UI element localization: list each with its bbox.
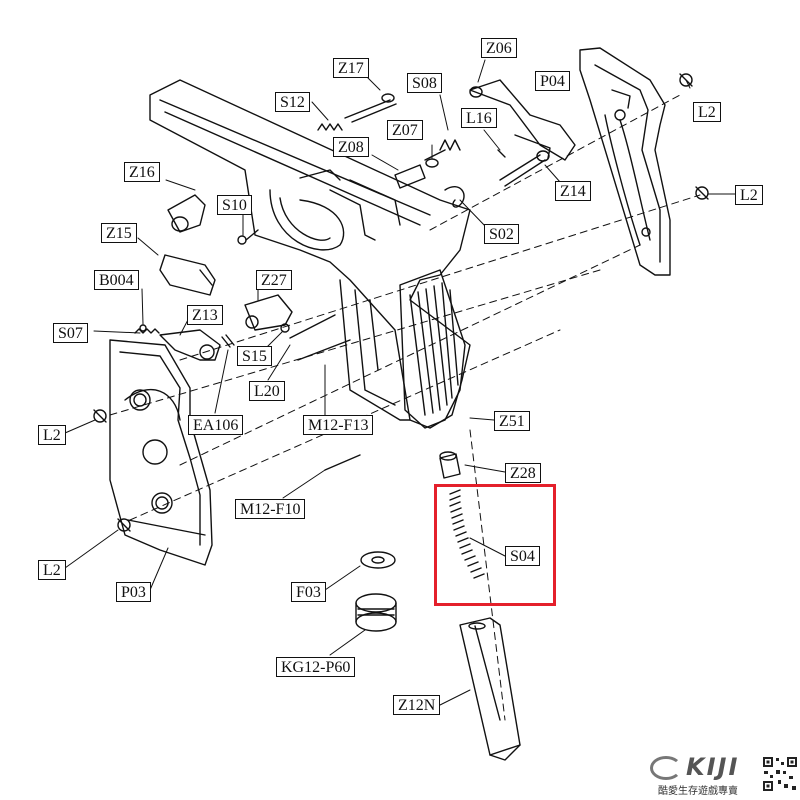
label-s15: S15 [237, 346, 272, 366]
label-f03: F03 [291, 582, 326, 602]
label-z17: Z17 [333, 58, 369, 78]
label-l2-left-bottom: L2 [38, 560, 66, 580]
screw-l2-left-bottom [117, 518, 131, 532]
right-grip-drawing [579, 47, 671, 276]
label-z28: Z28 [505, 463, 541, 483]
label-s12: S12 [275, 92, 310, 112]
frame-drawing [149, 79, 471, 429]
alignment-lines [109, 94, 701, 721]
label-s04: S04 [505, 546, 540, 566]
brand-tagline: 酷愛生存遊戲專賣 [658, 786, 738, 797]
label-z15: Z15 [101, 223, 137, 243]
magazine-drawing [355, 451, 521, 761]
label-z07: Z07 [387, 120, 423, 140]
label-l2-right: L2 [735, 185, 763, 205]
label-s02: S02 [484, 224, 519, 244]
label-z14: Z14 [555, 181, 591, 201]
label-l16: L16 [461, 108, 497, 128]
brand: KIJI 酷愛生存遊戲專賣 [650, 752, 760, 797]
label-z27: Z27 [256, 270, 292, 290]
label-s08: S08 [407, 73, 442, 93]
label-z16: Z16 [124, 162, 160, 182]
label-s07: S07 [53, 323, 88, 343]
label-z51: Z51 [494, 411, 530, 431]
small-parts-drawing [93, 73, 709, 532]
label-l20: L20 [249, 381, 285, 401]
frame-grip-drawing [399, 269, 466, 429]
label-m12-f13: M12-F13 [303, 415, 374, 435]
highlight-box [434, 484, 556, 606]
label-z13: Z13 [187, 305, 223, 325]
qr-code-icon [762, 756, 798, 792]
label-l2-left-top: L2 [38, 425, 66, 445]
label-p04: P04 [535, 71, 570, 91]
label-kg12-p60: KG12-P60 [276, 657, 356, 677]
label-z06: Z06 [481, 38, 517, 58]
logo-swoosh-icon [650, 756, 682, 780]
label-m12-f10: M12-F10 [235, 499, 306, 519]
label-p03: P03 [116, 582, 151, 602]
screw-l2-right [695, 186, 709, 200]
leader-lines [64, 59, 736, 706]
brand-logo-text: KIJI [686, 753, 740, 781]
label-s10: S10 [217, 195, 252, 215]
brand-logo: KIJI [650, 752, 760, 782]
label-z08: Z08 [333, 137, 369, 157]
label-z12n: Z12N [393, 695, 441, 715]
label-l2-top: L2 [693, 102, 721, 122]
label-b004: B004 [94, 270, 139, 290]
label-ea106: EA106 [188, 415, 244, 435]
screw-l2-left-top [93, 409, 107, 423]
left-grip-drawing [109, 339, 213, 566]
